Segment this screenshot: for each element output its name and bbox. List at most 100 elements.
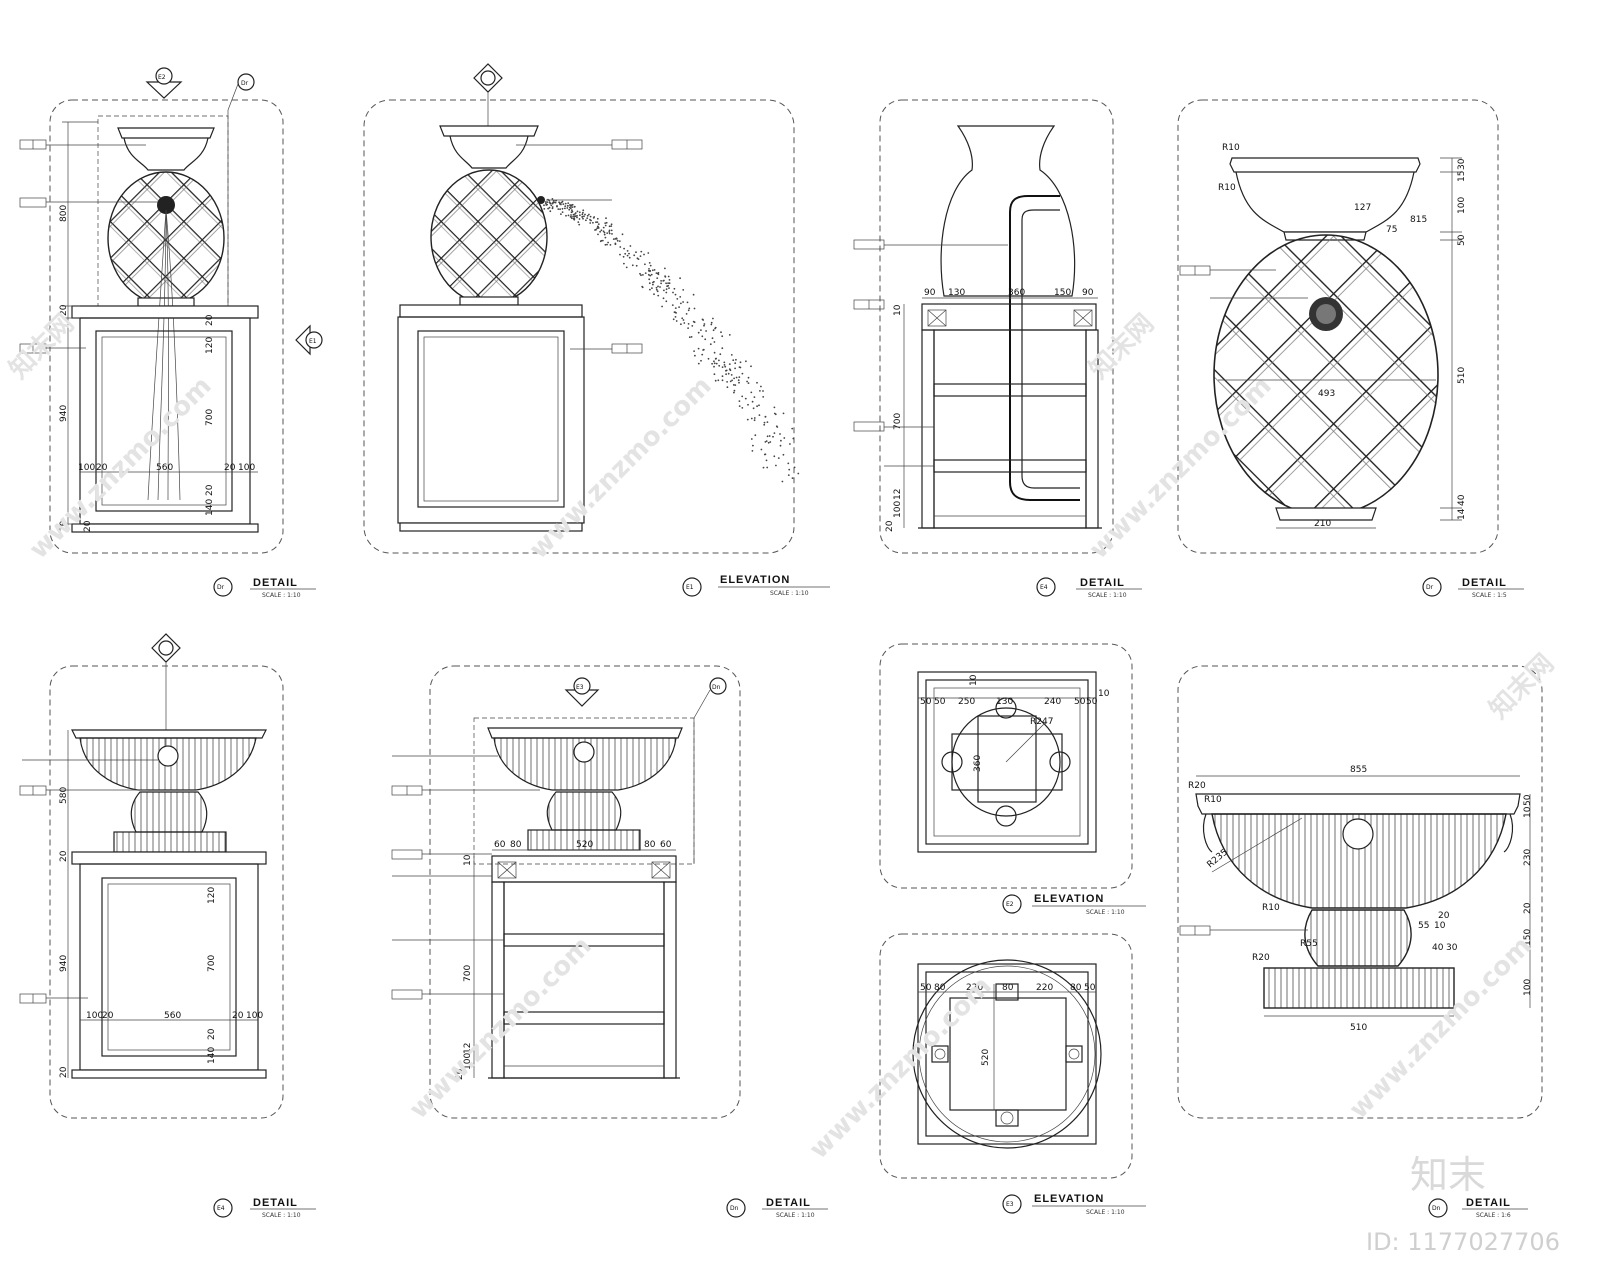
spray-droplet [728,334,731,336]
svg-text:SCALE : 1:10: SCALE : 1:10 [770,590,809,597]
spray-droplet [750,365,752,368]
spray-droplet [657,294,660,297]
spray-droplet [719,353,722,356]
spray-droplet [681,317,684,320]
spray-droplet [782,453,785,456]
spray-droplet [546,203,548,206]
spray-droplet [628,256,631,259]
spray-droplet [792,437,795,440]
drawing-title: E4 DETAIL SCALE : 1:10 [213,1197,316,1219]
spray-droplet [692,293,695,296]
drawing-title: Dn DETAIL SCALE : 1:6 [1428,1197,1528,1219]
spray-droplet [676,298,679,300]
spray-droplet [623,262,625,265]
spray-droplet [765,440,768,442]
spray-droplet [585,219,587,222]
spray-droplet [717,379,720,382]
svg-text:Dr: Dr [1426,584,1434,591]
svg-text:700: 700 [893,413,903,430]
spray-droplet [673,287,676,290]
svg-text:100: 100 [246,1011,263,1021]
spray-droplet [678,306,680,308]
svg-text:知末网: 知末网 [1084,309,1160,385]
spray-droplet [643,253,645,256]
spray-droplet [653,269,656,271]
spray-droplet [628,252,630,255]
svg-text:E4: E4 [1040,584,1048,591]
spray-droplet [723,364,726,366]
svg-text:55: 55 [1418,921,1429,931]
svg-text:E2: E2 [1006,901,1014,908]
spray-droplet [760,448,763,451]
svg-text:510: 510 [1457,367,1467,384]
spray-droplet [780,439,782,442]
pedestal [71,851,267,1079]
spray-droplet [720,331,722,334]
spray-droplet [701,353,704,356]
spray-droplet [679,277,681,280]
spray-droplet [561,211,564,214]
pineapple-vase [430,125,548,306]
svg-text:50: 50 [920,983,932,993]
spray-droplet [773,455,776,458]
spray-droplet [626,250,629,252]
spray-droplet [734,362,737,365]
spray-droplet [579,214,581,217]
spray-droplet [572,215,574,218]
svg-text:www.znzmo.com: www.znzmo.com [524,371,718,565]
spray-droplet [758,404,760,407]
spray-droplet [622,255,625,258]
spray-droplet [788,468,791,471]
svg-text:Dn: Dn [712,684,721,691]
svg-text:SCALE : 1:10: SCALE : 1:10 [262,592,301,599]
spray-droplet [750,417,753,420]
spray-droplet [611,233,613,235]
svg-text:90: 90 [924,288,936,298]
spray-droplet [691,325,694,327]
material-tags [516,139,643,354]
spray-droplet [644,272,647,274]
svg-text:240: 240 [1044,697,1061,707]
spray-droplet [570,214,572,216]
svg-text:20: 20 [885,520,895,532]
svg-text:14: 14 [1457,508,1467,520]
spray-droplet [750,438,753,440]
spray-droplet [633,254,636,257]
spray-droplet [648,262,651,264]
spray-droplet [614,243,617,246]
svg-text:140: 140 [207,1047,217,1064]
svg-text:20: 20 [207,1028,217,1040]
spray-droplet [604,236,607,239]
spray-droplet [735,358,737,361]
svg-text:230: 230 [1523,849,1533,866]
spray-droplet [721,335,724,338]
svg-text:75: 75 [1386,225,1397,235]
spray-droplet [705,330,707,332]
dimensions: 493 210 R10 R10 127 75 815 30 15 100 50 … [1218,143,1467,529]
panel-frame [879,643,1133,889]
spray-droplet [624,252,627,255]
svg-text:知末网: 知末网 [4,309,80,385]
svg-text:493: 493 [1318,389,1335,399]
spray-droplet [625,266,628,269]
spray-droplet [574,213,576,215]
svg-text:R10: R10 [1218,183,1236,193]
spray-droplet [724,365,727,368]
section-marker-top [151,633,181,754]
svg-text:520: 520 [576,840,593,850]
spray-droplet [586,214,589,217]
spray-droplet [793,466,796,469]
spray-droplet [700,359,702,362]
spray-droplet [571,203,574,206]
material-tags [19,759,158,1004]
spray-droplet [584,213,586,216]
spray-droplet [789,443,791,445]
spray-droplet [544,201,547,203]
spray-droplet [649,274,652,277]
svg-text:R10: R10 [1204,795,1222,805]
spray-droplet [572,217,575,220]
svg-text:40: 40 [1457,494,1467,506]
svg-text:Dn: Dn [730,1205,739,1212]
svg-text:SCALE : 1:10: SCALE : 1:10 [1086,1209,1125,1216]
spray-droplet [710,321,713,324]
